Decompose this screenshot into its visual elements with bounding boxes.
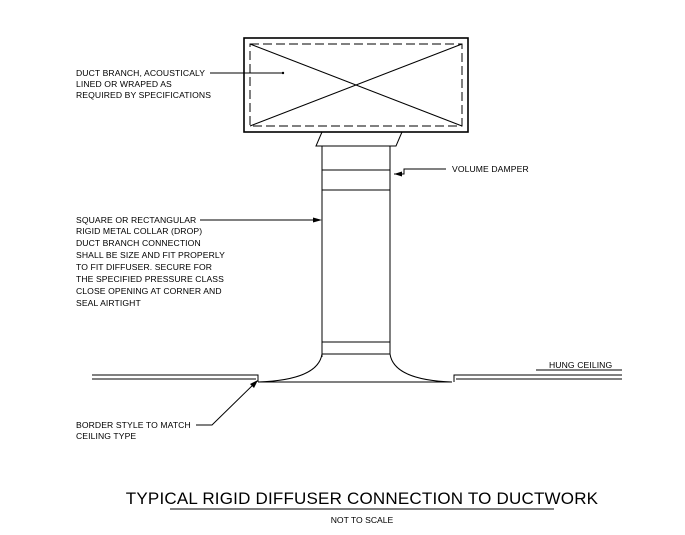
duct-lining-dashed: [249, 43, 463, 127]
border-style-label-line-1: BORDER STYLE TO MATCH: [76, 420, 191, 430]
diffuser-body: [257, 353, 453, 383]
collar-arrowhead: [313, 217, 322, 223]
drawing-title: TYPICAL RIGID DIFFUSER CONNECTION TO DUC…: [126, 489, 599, 508]
drawing-subtitle: NOT TO SCALE: [331, 515, 394, 525]
collar-label-line-2: RIGID METAL COLLAR (DROP): [76, 226, 202, 236]
border-style-leader: [196, 381, 257, 426]
leader-lines: [196, 72, 622, 426]
border-style-arrowhead: [250, 380, 258, 388]
ceiling-right-border: [453, 374, 460, 382]
drop-collar: [321, 146, 391, 354]
duct-transition: [315, 131, 403, 147]
collar-label-line-6: THE SPECIFIED PRESSURE CLASS: [76, 274, 224, 284]
collar-label-line-1: SQUARE OR RECTANGULAR: [76, 215, 196, 225]
duct-branch-label-line-1: DUCT BRANCH, ACOUSTICALY: [76, 68, 205, 78]
hung-ceiling-label: HUNG CEILING: [549, 360, 612, 370]
ceiling-left-border: [252, 374, 259, 382]
hung-ceiling: [92, 374, 622, 382]
collar-label-line-7: CLOSE OPENING AT CORNER AND: [76, 286, 222, 296]
duct-cross-line-2: [249, 43, 463, 127]
collar-label-line-3: DUCT BRANCH CONNECTION: [76, 238, 201, 248]
volume-damper-label: VOLUME DAMPER: [452, 164, 529, 174]
border-style-label-line-2: CEILING TYPE: [76, 431, 136, 441]
duct-branch-label-line-3: REQUIRED BY SPECIFICATIONS: [76, 90, 211, 100]
duct-branch-outline: [243, 37, 469, 133]
collar-label-line-8: SEAL AIRTIGHT: [76, 298, 141, 308]
duct-branch-label-line-2: LINED OR WRAPED AS: [76, 79, 172, 89]
duct-branch: [243, 37, 469, 133]
collar-label-line-4: SHALL BE SIZE AND FIT PROPERLY: [76, 250, 225, 260]
volume-damper-arrowhead: [394, 171, 402, 177]
collar-label-line-5: TO FIT DIFFUSER. SECURE FOR: [76, 262, 212, 272]
